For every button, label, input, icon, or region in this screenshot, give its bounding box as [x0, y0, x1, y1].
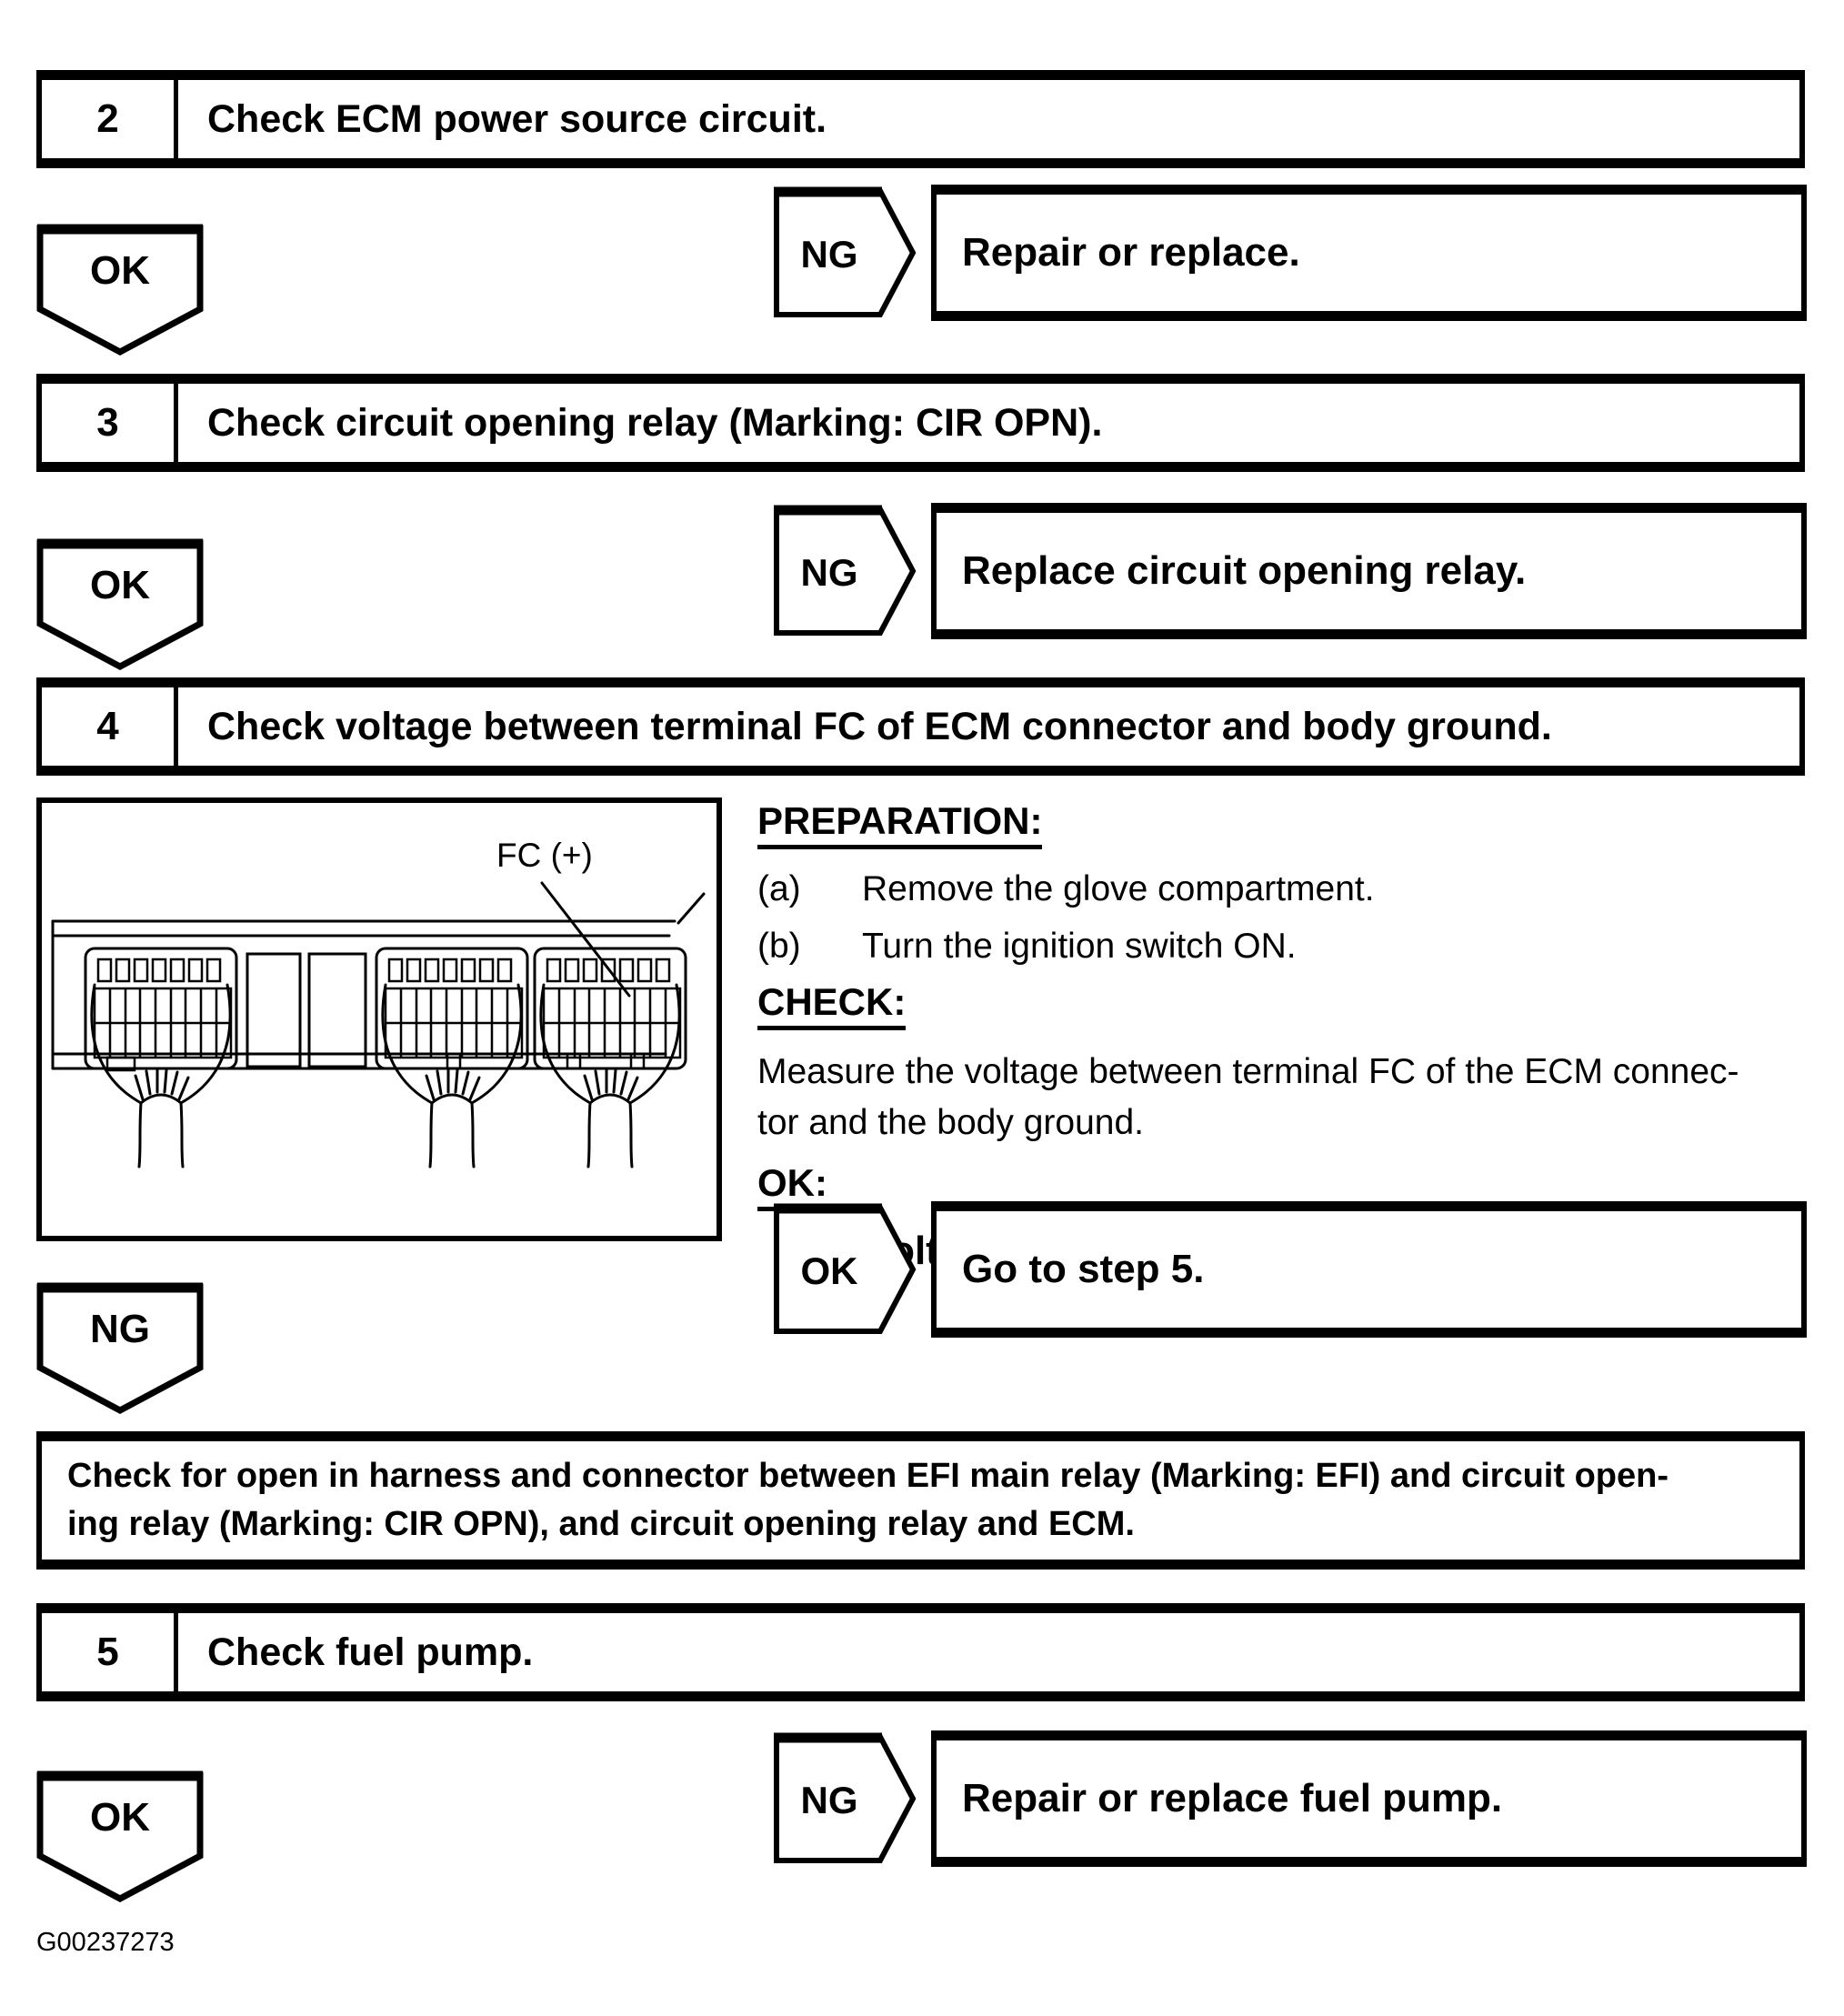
ecm-connector-drawing: FC (+): [51, 837, 706, 1168]
ng-connector-step4: NG: [36, 1280, 204, 1417]
route-step5-ng: NG Repair or replace fuel pump.: [773, 1730, 1807, 1867]
wire-bundle-1: [90, 983, 232, 1168]
step-2-title: Check ECM power source circuit.: [207, 96, 827, 141]
ng-tag-icon: NG: [774, 186, 917, 317]
step-2-header: 2 Check ECM power source circuit.: [36, 70, 1805, 168]
result-box-replace-relay: Replace circuit opening relay.: [931, 503, 1807, 639]
ok-tag-icon: OK: [774, 1203, 917, 1334]
step-4-number: 4: [42, 687, 178, 766]
prep-item-a: (a) Remove the glove compartment.: [757, 869, 1375, 908]
step-5-title: Check fuel pump.: [207, 1630, 534, 1674]
route-step2-ng: NG Repair or replace.: [773, 185, 1807, 321]
ng-pentagon-label: NG: [90, 1307, 150, 1351]
step-5-header: 5 Check fuel pump.: [36, 1603, 1805, 1701]
harness-note-line2: ing relay (Marking: CIR OPN), and circui…: [67, 1505, 1135, 1543]
harness-note-line1: Check for open in harness and connector …: [67, 1457, 1669, 1495]
step-3-number: 3: [42, 384, 178, 462]
ok-pentagon-label: OK: [90, 248, 150, 293]
ng-tag-label: NG: [801, 1779, 858, 1821]
prep-item-b: (b) Turn the ignition switch ON.: [757, 927, 1297, 966]
check-heading: CHECK:: [757, 980, 1817, 1030]
step-4-header: 4 Check voltage between terminal FC of E…: [36, 677, 1805, 776]
harness-note-box: Check for open in harness and connector …: [36, 1431, 1805, 1570]
ng-tag-label: NG: [801, 551, 858, 594]
result-box-repair-or-replace: Repair or replace.: [931, 185, 1807, 321]
wire-bundle-3: [539, 983, 681, 1168]
block2-pins: [384, 958, 524, 1070]
ok-connector-step2: OK: [36, 222, 204, 358]
ok-tag-label: OK: [801, 1249, 858, 1292]
ok-pentagon-icon: OK: [36, 224, 204, 356]
step-3-title: Check circuit opening relay (Marking: CI…: [207, 400, 1103, 445]
ok-pentagon-icon: OK: [36, 538, 204, 670]
ng-tag-icon: NG: [774, 1732, 917, 1863]
result-box-repair-fuel-pump: Repair or replace fuel pump.: [931, 1730, 1807, 1867]
ng-tag-label: NG: [801, 233, 858, 276]
ng-pentagon-icon: NG: [36, 1282, 204, 1414]
fc-leader-line: [540, 881, 631, 998]
ng-tag-icon: NG: [774, 505, 917, 636]
step-5-number: 5: [42, 1613, 178, 1691]
ecm-connector-figure: FC (+): [36, 797, 722, 1241]
step-3-header: 3 Check circuit opening relay (Marking: …: [36, 374, 1805, 472]
result-box-go-to-step-5: Go to step 5.: [931, 1201, 1807, 1338]
wire-bundle-2: [381, 983, 523, 1168]
ok-heading: OK:: [757, 1161, 1817, 1211]
step-2-number: 2: [42, 80, 178, 158]
ok-pentagon-label: OK: [90, 563, 150, 607]
ok-pentagon-label: OK: [90, 1795, 150, 1840]
block1-pins: [93, 958, 233, 1072]
ok-pentagon-icon: OK: [36, 1770, 204, 1902]
block3-pins: [542, 958, 682, 1070]
figure-code: G00237273: [36, 1928, 175, 1957]
ok-connector-step3: OK: [36, 537, 204, 673]
route-step3-ng: NG Replace circuit opening relay.: [773, 503, 1807, 639]
ok-connector-step5: OK: [36, 1769, 204, 1905]
step-4-title: Check voltage between terminal FC of ECM…: [207, 704, 1552, 748]
check-text-line2: tor and the body ground.: [757, 1103, 1144, 1142]
route-step4-ok: OK Go to step 5.: [773, 1201, 1807, 1338]
fc-terminal-label: FC (+): [496, 837, 593, 874]
check-text-line1: Measure the voltage between terminal FC …: [757, 1052, 1739, 1091]
preparation-heading: PREPARATION:: [757, 799, 1817, 849]
